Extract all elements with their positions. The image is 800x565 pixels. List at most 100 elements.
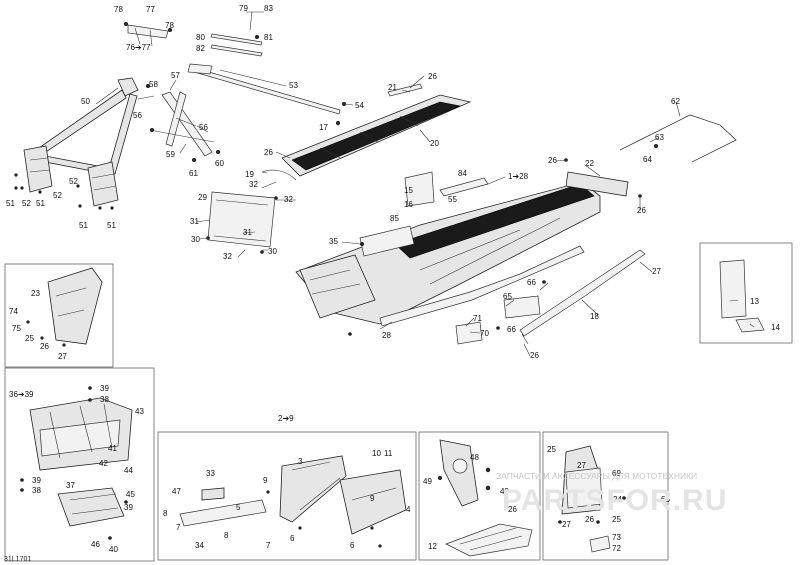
inset-box-36-39	[4, 367, 155, 562]
bracket-23	[26, 267, 103, 347]
callout-26: 26	[508, 505, 517, 514]
callout-26: 26	[428, 72, 437, 81]
watermark-tagline: ЗАПЧАСТИ И АКСЕССУАРЫ ДЛЯ МОТОТЕХНИКИ	[496, 471, 697, 481]
callout-20: 20	[430, 139, 439, 148]
callout-30: 30	[191, 235, 200, 244]
callout-65: 65	[503, 292, 512, 301]
rod-53	[187, 63, 346, 125]
inset-box-23	[4, 263, 114, 368]
handle-62	[619, 114, 737, 163]
callout-40: 40	[109, 545, 118, 554]
mount-37	[57, 487, 128, 540]
callout-78: 78	[165, 21, 174, 30]
callout-51: 51	[79, 221, 88, 230]
callout-27: 27	[562, 520, 571, 529]
callout-27: 27	[58, 352, 67, 361]
callout-57: 57	[171, 71, 180, 80]
frame-3	[266, 455, 407, 548]
callout-73: 73	[612, 533, 621, 542]
callout-36-39: 36➔39	[9, 390, 34, 399]
callout-17: 17	[319, 123, 328, 132]
callout-13: 13	[750, 297, 759, 306]
callout-51: 51	[36, 199, 45, 208]
callout-83: 83	[264, 4, 273, 13]
callout-44: 44	[124, 466, 133, 475]
inset-box-69	[542, 431, 669, 561]
callout-35: 35	[329, 237, 338, 246]
callout-46: 46	[91, 540, 100, 549]
callout-81: 81	[264, 33, 273, 42]
callout-7: 7	[266, 541, 271, 550]
callout-55: 55	[448, 195, 457, 204]
callout-79: 79	[239, 4, 248, 13]
callout-26: 26	[637, 206, 646, 215]
callout-50: 50	[81, 97, 90, 106]
callout-71: 71	[473, 314, 482, 323]
callout-58: 58	[149, 80, 158, 89]
callout-12: 12	[428, 542, 437, 551]
callout-7: 7	[176, 523, 181, 532]
callout-38: 38	[32, 486, 41, 495]
front-suspension-structure	[14, 77, 139, 210]
callout-23: 23	[31, 289, 40, 298]
callout-54: 54	[355, 101, 364, 110]
bracket-69	[558, 445, 626, 524]
runner-18	[519, 249, 646, 345]
callout-49: 49	[423, 477, 432, 486]
callout-56: 56	[133, 111, 142, 120]
callout-52: 52	[53, 191, 62, 200]
callout-37: 37	[66, 481, 75, 490]
callout-26: 26	[585, 515, 594, 524]
callout-10: 10	[372, 449, 381, 458]
brackets-65-66	[455, 280, 546, 345]
callout-6: 6	[290, 534, 295, 543]
callout-9: 9	[370, 494, 375, 503]
inset-box-48	[418, 431, 541, 561]
callout-56: 56	[199, 123, 208, 132]
callout-85: 85	[390, 214, 399, 223]
callout-39: 39	[124, 503, 133, 512]
callout-53: 53	[289, 81, 298, 90]
callout-82: 82	[196, 44, 205, 53]
callout-64: 64	[643, 155, 652, 164]
callout-66: 66	[527, 278, 536, 287]
callout-8: 8	[224, 531, 229, 540]
callout-69: 69	[612, 469, 621, 478]
callout-30: 30	[268, 247, 277, 256]
callout-38: 38	[100, 395, 109, 404]
callout-31: 31	[243, 228, 252, 237]
callout-39: 39	[32, 476, 41, 485]
part-13-14	[719, 259, 765, 333]
callout-25: 25	[25, 334, 34, 343]
skid-plate-12	[445, 523, 533, 557]
callout-51: 51	[107, 221, 116, 230]
callout-5: 5	[236, 503, 241, 512]
callout-25: 25	[547, 445, 556, 454]
cable-19	[261, 169, 297, 181]
callout-39: 39	[100, 384, 109, 393]
inset-box-13	[699, 242, 793, 344]
main-chassis	[295, 171, 601, 336]
callout-68: 68	[661, 495, 670, 504]
callout-28: 28	[382, 331, 391, 340]
callout-70: 70	[480, 329, 489, 338]
reference-code: 31L1701	[4, 556, 31, 563]
callout-77: 77	[146, 5, 155, 14]
callout-2-9: 2➔9	[278, 414, 294, 423]
panel-29-32	[206, 191, 278, 254]
callout-32: 32	[249, 180, 258, 189]
callout-32: 32	[284, 195, 293, 204]
callout-29: 29	[198, 193, 207, 202]
callout-59: 59	[166, 150, 175, 159]
callout-26: 26	[530, 351, 539, 360]
callout-34: 34	[195, 541, 204, 550]
rail-20	[281, 83, 472, 177]
callout-24: 24	[613, 495, 622, 504]
callout-22: 22	[585, 159, 594, 168]
callout-9: 9	[263, 476, 268, 485]
callout-41: 41	[108, 444, 117, 453]
callout-49: 49	[500, 487, 509, 496]
callout-47: 47	[172, 487, 181, 496]
